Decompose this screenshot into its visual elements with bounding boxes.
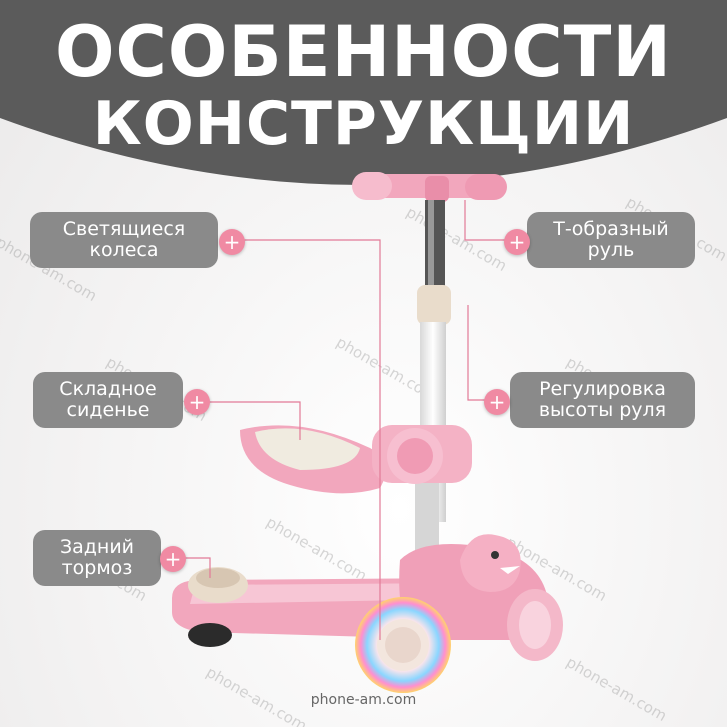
feature-label-line-1: Т-образный bbox=[553, 218, 669, 240]
feature-label-line-1: Регулировка bbox=[539, 378, 666, 400]
feature-label-line-2: сиденье bbox=[66, 399, 150, 421]
plus-icon: + bbox=[504, 229, 530, 255]
feature-label-line-1: Задний bbox=[59, 536, 135, 558]
plus-icon: + bbox=[219, 229, 245, 255]
title-line-1: ОСОБЕННОСТИ bbox=[55, 11, 672, 93]
feature-label-line-2: руль bbox=[587, 239, 635, 261]
feature-t-handlebar: Т-образный руль bbox=[527, 212, 695, 268]
plus-icon: + bbox=[160, 546, 186, 572]
plus-icon: + bbox=[184, 389, 210, 415]
feature-height-adjust: Регулировка высоты руля bbox=[510, 372, 695, 428]
feature-label-line-1: Светящиеся bbox=[62, 218, 186, 240]
feature-rear-brake: Задний тормоз bbox=[33, 530, 161, 586]
title-banner: ОСОБЕННОСТИ КОНСТРУКЦИИ bbox=[0, 0, 727, 205]
feature-label-line-2: колеса bbox=[89, 239, 159, 261]
feature-label-line-2: тормоз bbox=[61, 557, 133, 579]
feature-folding-seat: Складное сиденье bbox=[33, 372, 183, 428]
feature-label-line-1: Складное bbox=[59, 378, 157, 400]
feature-glowing-wheels: Светящиеся колеса bbox=[30, 212, 218, 268]
footer-site: phone-am.com bbox=[310, 692, 417, 708]
plus-icon: + bbox=[484, 389, 510, 415]
feature-label-line-2: высоты руля bbox=[538, 399, 667, 421]
title-line-2: КОНСТРУКЦИИ bbox=[92, 89, 635, 159]
